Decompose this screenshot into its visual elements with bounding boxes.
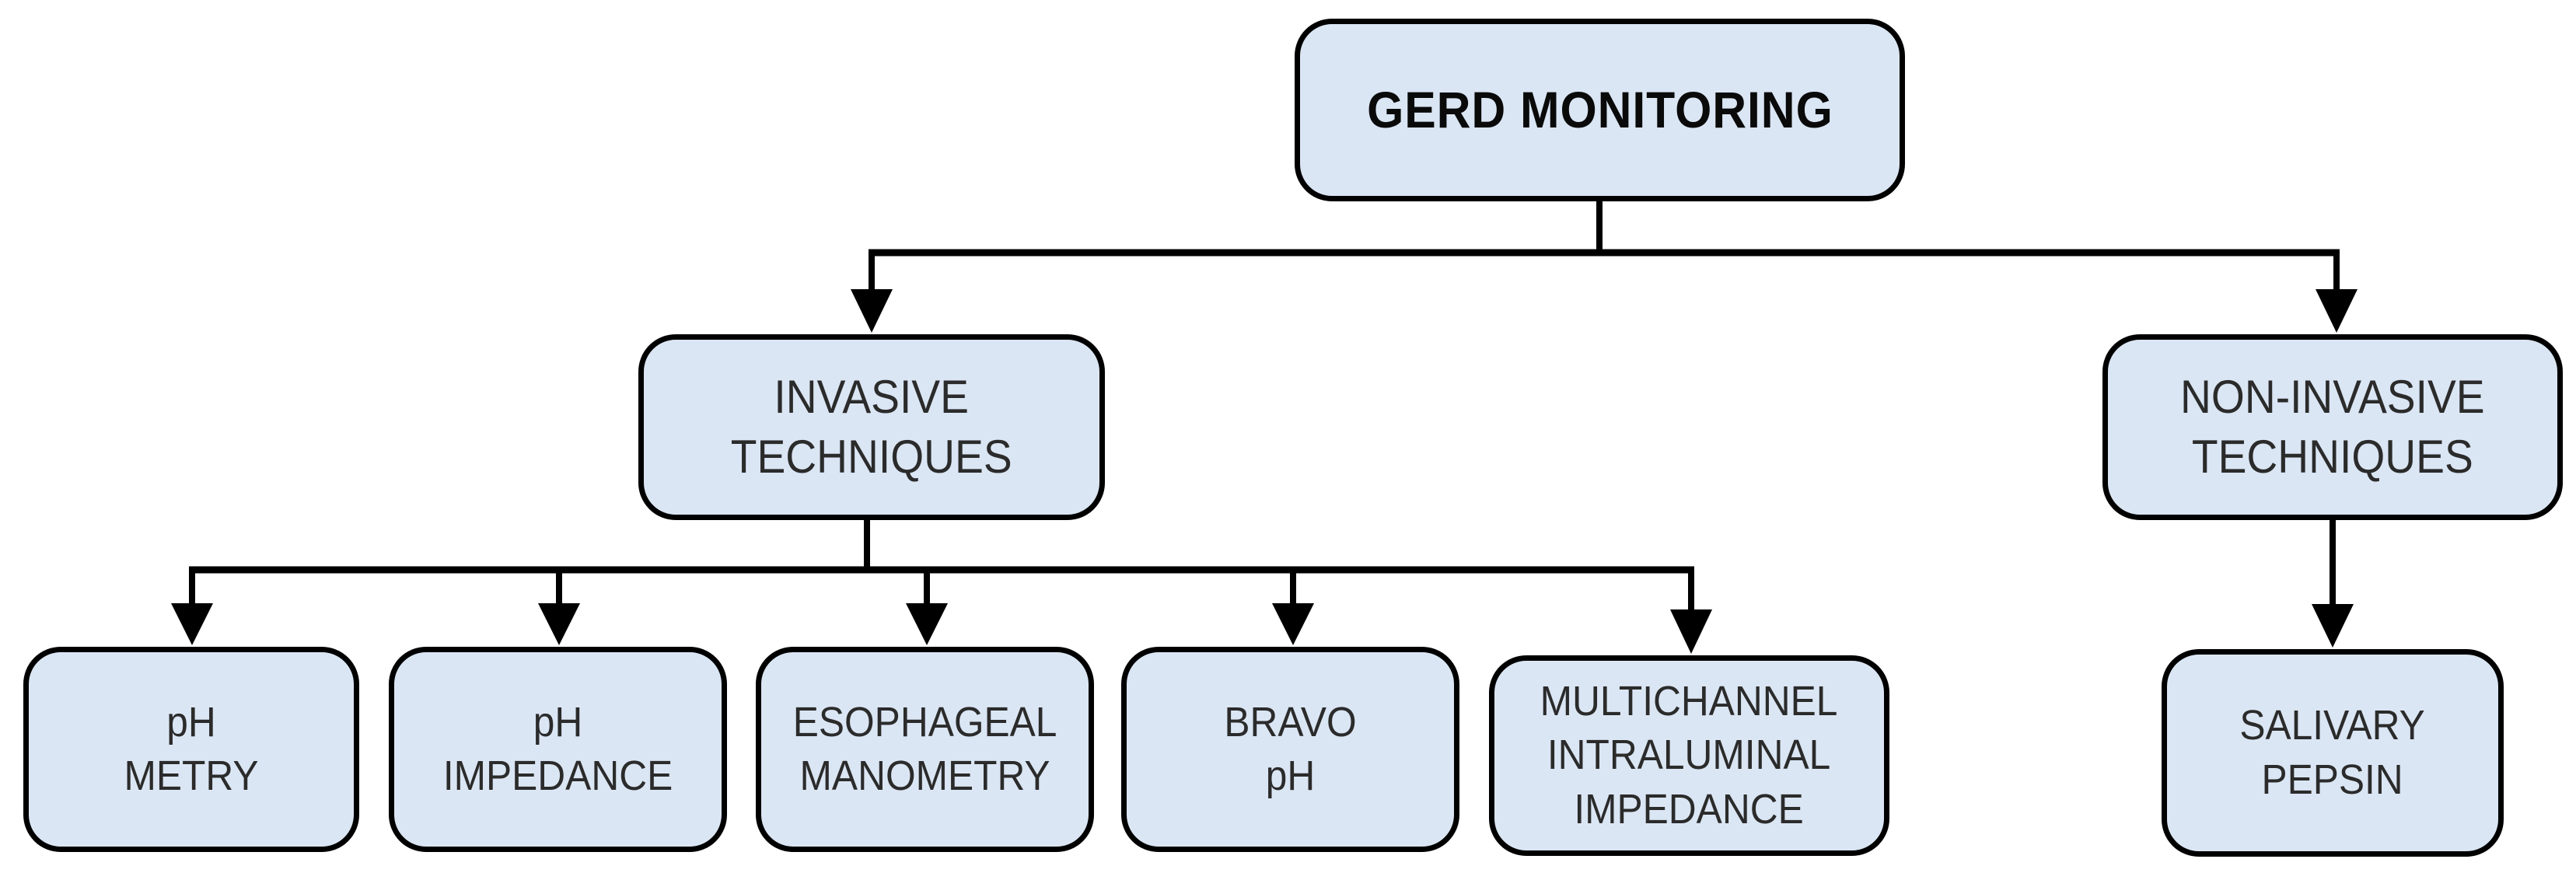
node-non-invasive-techniques: NON-INVASIVE TECHNIQUES	[2102, 334, 2563, 520]
node-invasive-techniques-label: INVASIVE TECHNIQUES	[731, 370, 1012, 483]
arrow-down-ph-impedance-icon	[538, 603, 580, 645]
node-salivary-pepsin-label: SALIVARY PEPSIN	[2239, 702, 2426, 803]
node-bravo-ph-label: BRAVO pH	[1224, 698, 1357, 799]
node-gerd-monitoring-label: GERD MONITORING	[1366, 81, 1833, 139]
node-esophageal-manometry: ESOPHAGEAL MANOMETRY	[756, 647, 1094, 852]
node-ph-metry: pH METRY	[23, 647, 359, 852]
node-gerd-monitoring: GERD MONITORING	[1295, 19, 1905, 201]
arrow-down-esophageal-icon	[906, 603, 948, 645]
node-ph-impedance-label: pH IMPEDANCE	[442, 698, 673, 799]
node-invasive-techniques: INVASIVE TECHNIQUES	[638, 334, 1105, 520]
arrow-down-invasive-icon	[851, 289, 893, 333]
node-multichannel-intraluminal-impedance-label: MULTICHANNEL INTRALUMINAL IMPEDANCE	[1540, 678, 1838, 833]
arrow-down-bravo-icon	[1272, 603, 1314, 645]
arrow-down-ph-metry-icon	[171, 603, 213, 645]
arrow-down-salivary-icon	[2312, 604, 2354, 648]
node-non-invasive-techniques-label: NON-INVASIVE TECHNIQUES	[2180, 370, 2485, 483]
node-bravo-ph: BRAVO pH	[1121, 647, 1459, 852]
arrow-down-noninvasive-icon	[2316, 289, 2358, 333]
node-esophageal-manometry-label: ESOPHAGEAL MANOMETRY	[792, 698, 1057, 799]
arrow-down-multichannel-icon	[1670, 609, 1712, 654]
node-ph-impedance: pH IMPEDANCE	[389, 647, 727, 852]
node-ph-metry-label: pH METRY	[124, 698, 259, 799]
node-salivary-pepsin: SALIVARY PEPSIN	[2162, 649, 2504, 857]
node-multichannel-intraluminal-impedance: MULTICHANNEL INTRALUMINAL IMPEDANCE	[1489, 655, 1889, 856]
